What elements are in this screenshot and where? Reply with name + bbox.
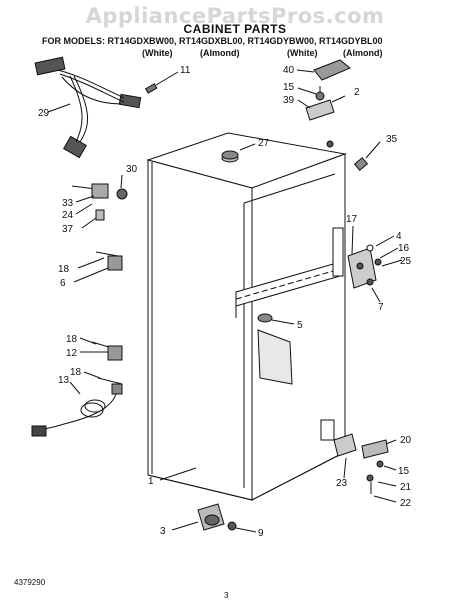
- callout-30: 30: [126, 164, 138, 175]
- callout-27: 27: [258, 138, 270, 149]
- callout-4: 4: [396, 231, 402, 242]
- part-24-bracket: [71, 174, 128, 229]
- part-27-plug: [221, 143, 256, 163]
- part-1-leader: [159, 467, 197, 481]
- color-label-1: (White): [142, 48, 173, 58]
- part-35-plug: [353, 141, 381, 171]
- part-13-power-cord: [31, 371, 123, 437]
- callout-15-bottom: 15: [398, 466, 410, 477]
- callout-6: 6: [60, 278, 66, 289]
- callout-25: 25: [400, 256, 412, 267]
- callout-35: 35: [386, 134, 398, 145]
- callout-5: 5: [297, 320, 303, 331]
- part-16-center-hinge: [347, 225, 403, 303]
- callout-23: 23: [336, 478, 348, 489]
- part-3-leveling-leg: [171, 503, 257, 533]
- callout-2: 2: [354, 87, 360, 98]
- callout-22: 22: [400, 498, 412, 509]
- callout-1: 1: [148, 476, 154, 487]
- part-21-bottom-hinge: [333, 433, 397, 503]
- callout-7: 7: [378, 302, 384, 313]
- callout-18-a: 18: [58, 264, 70, 275]
- callout-39: 39: [283, 95, 295, 106]
- color-label-4: (Almond): [343, 48, 383, 58]
- watermark: AppliancePartsPros.com: [85, 4, 385, 28]
- part-39-top-hinge: [297, 86, 346, 148]
- model-list: FOR MODELS: RT14GDXBW00, RT14GDXBL00, RT…: [42, 36, 383, 46]
- callout-29: 29: [38, 108, 50, 119]
- callout-37: 37: [62, 224, 74, 235]
- callout-20: 20: [400, 435, 412, 446]
- callout-12: 12: [66, 348, 78, 359]
- part-5-grommet: [257, 313, 295, 325]
- callout-11: 11: [180, 65, 191, 76]
- callout-17: 17: [346, 214, 358, 225]
- part-40-hinge-cover: [296, 59, 351, 81]
- callout-18-c: 18: [70, 367, 82, 378]
- callout-13: 13: [58, 375, 70, 386]
- part-6-bracket: [73, 251, 123, 283]
- callout-16: 16: [398, 243, 410, 254]
- callout-21: 21: [400, 482, 412, 493]
- color-label-2: (Almond): [200, 48, 240, 58]
- callout-40: 40: [283, 65, 295, 76]
- part-29-wire-harness: [34, 56, 142, 159]
- part-12-bracket: [79, 337, 123, 361]
- page-number: 3: [224, 591, 229, 600]
- callout-24: 24: [62, 210, 74, 221]
- callout-15-top: 15: [283, 82, 295, 93]
- callout-33: 33: [62, 198, 74, 209]
- color-label-3: (White): [287, 48, 318, 58]
- page-title: CABINET PARTS: [183, 22, 287, 36]
- document-code: 4379290: [14, 578, 46, 587]
- callout-3: 3: [160, 526, 166, 537]
- part-11-screw: [144, 71, 179, 94]
- callout-18-b: 18: [66, 334, 78, 345]
- callout-9: 9: [258, 528, 264, 539]
- cabinet-body: [146, 132, 347, 501]
